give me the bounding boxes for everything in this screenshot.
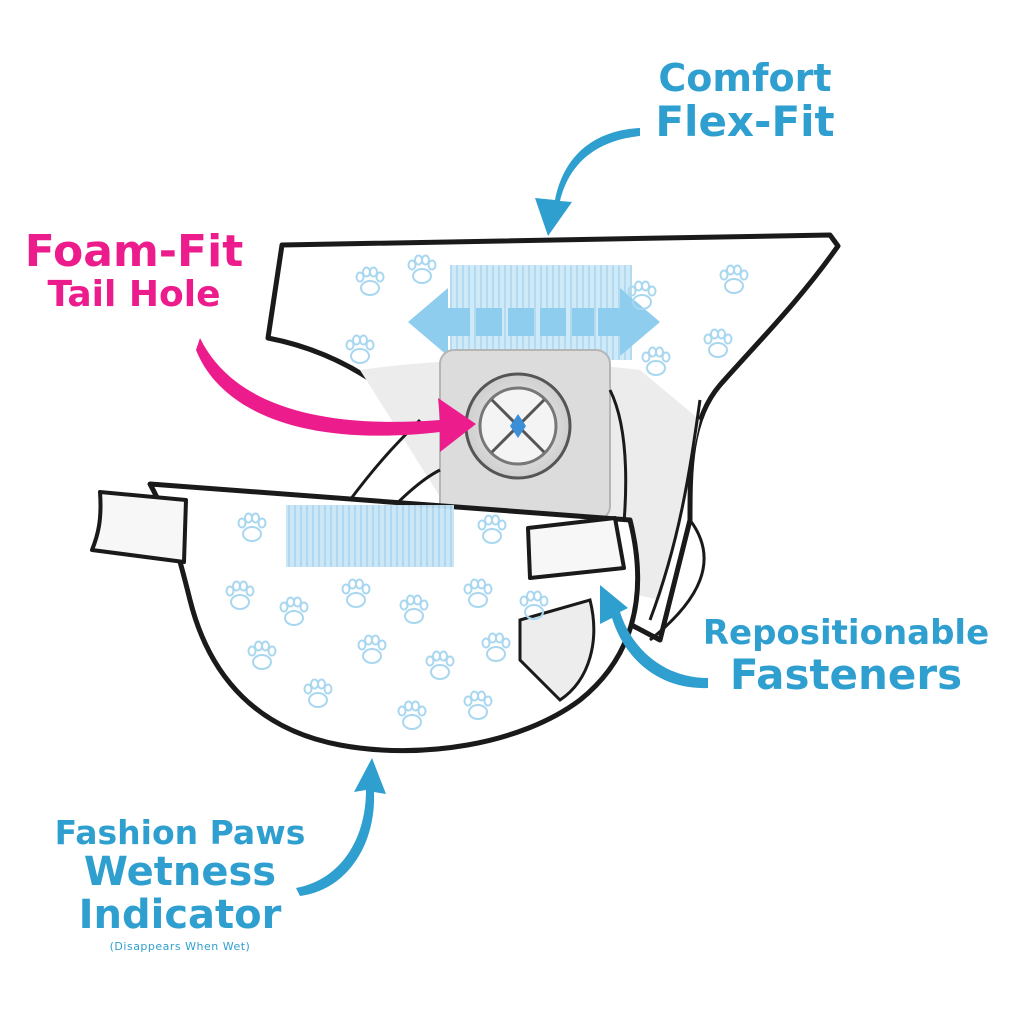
paws-label-note: (Disappears When Wet)	[109, 940, 251, 953]
fasteners-label-line1: Repositionable	[702, 613, 990, 653]
comfort-flex-fit-label: Comfort Flex-Fit	[600, 56, 890, 147]
fashion-paws-wetness-indicator-label: Fashion Paws Wetness Indicator (Disappea…	[20, 815, 340, 953]
comfort-label-line1: Comfort	[658, 56, 832, 100]
left-fastener	[90, 490, 188, 564]
fasteners-arrow-icon	[600, 585, 708, 689]
comfort-arrow-icon	[535, 128, 640, 236]
foam-label-line2: Tail Hole	[47, 273, 221, 315]
tail-hole	[464, 372, 572, 480]
diaper-front-panel	[147, 481, 641, 754]
paws-label-line3: Indicator	[78, 891, 282, 938]
foam-fit-tail-hole-label: Foam-Fit Tail Hole	[14, 228, 254, 314]
right-fastener	[526, 516, 626, 580]
paws-label-line2: Wetness	[83, 848, 277, 895]
flex-arrow-icon	[408, 288, 660, 356]
repositionable-fasteners-label: Repositionable Fasteners	[676, 615, 1016, 697]
fasteners-label-line2: Fasteners	[729, 649, 963, 699]
paws-label-line1: Fashion Paws	[54, 813, 306, 852]
comfort-label-line2: Flex-Fit	[655, 97, 835, 147]
front-elastic-band	[286, 505, 454, 567]
wetness-indicator-arrow-icon	[296, 758, 386, 896]
foam-label-line1: Foam-Fit	[24, 226, 244, 277]
foam-fit-arrow-icon	[196, 338, 476, 452]
